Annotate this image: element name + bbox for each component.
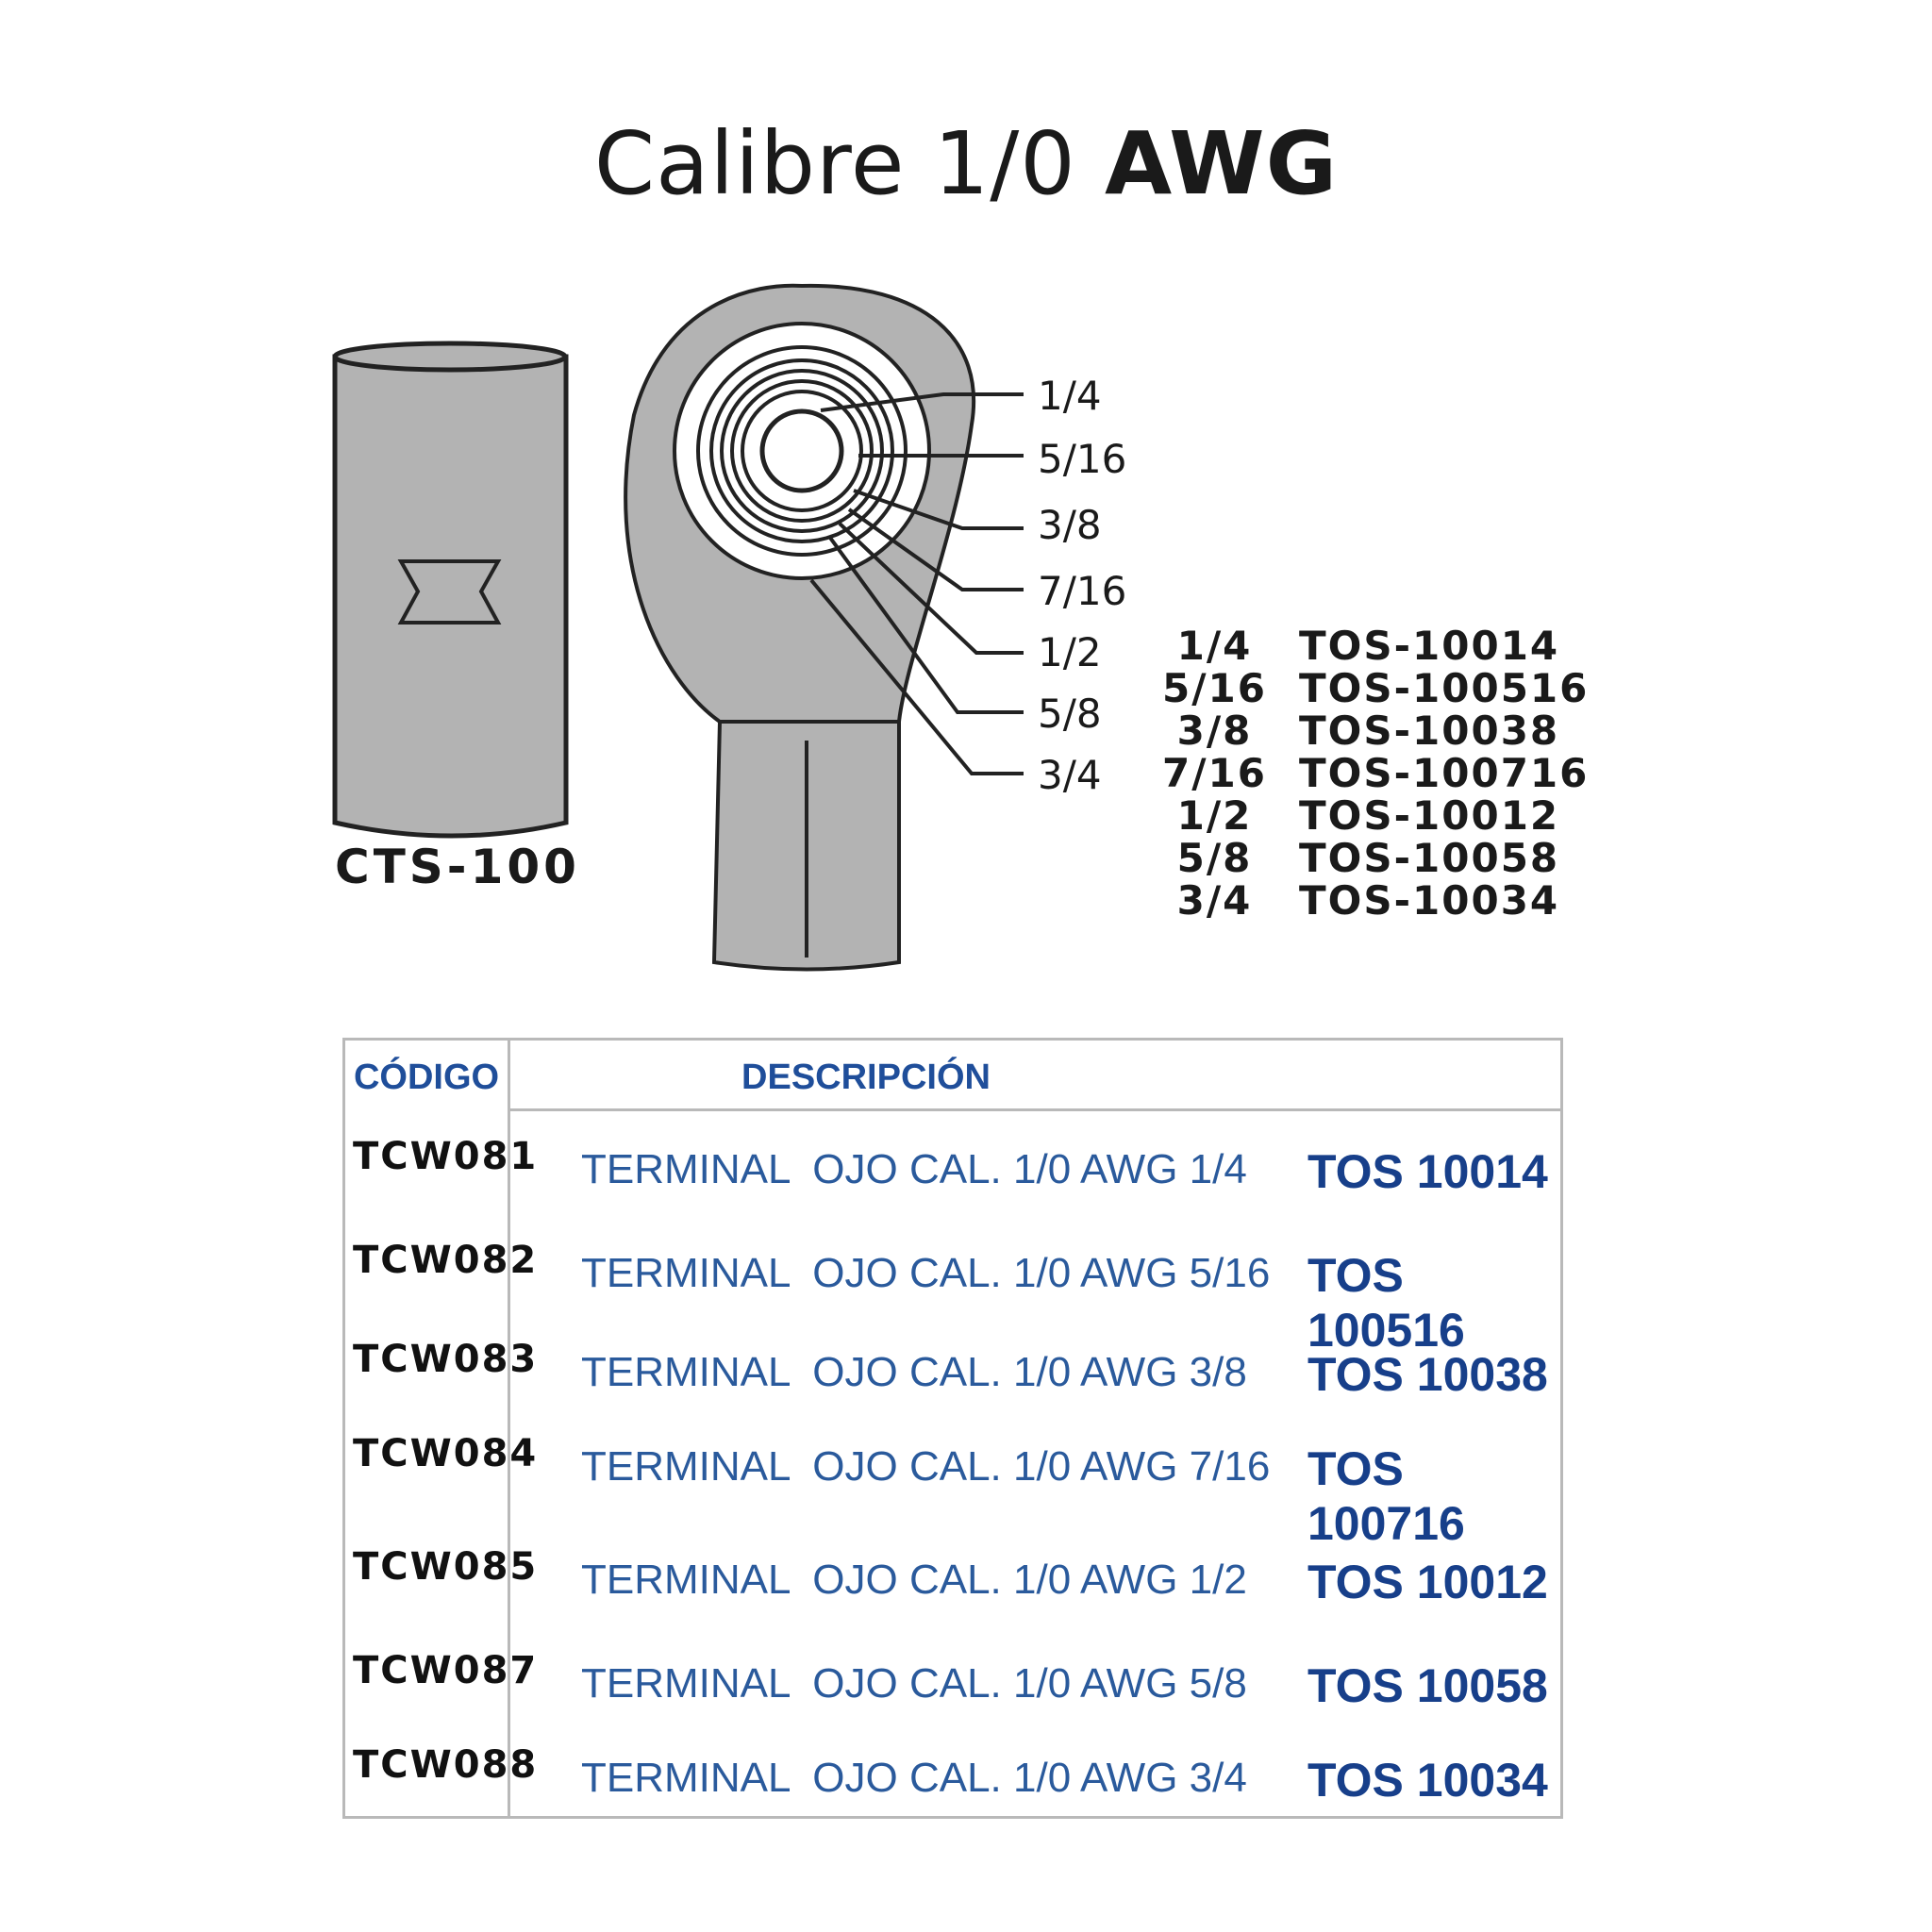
row-description: TERMINAL OJO CAL. 1/0 AWG 7/16: [581, 1443, 1271, 1490]
code-list-ref: TOS-10034: [1299, 877, 1560, 924]
stud-size-label: 1/2: [1038, 629, 1102, 675]
product-table: CÓDIGO DESCRIPCIÓN TCW081 TERMINAL OJO C…: [342, 1038, 1563, 1819]
row-description: TERMINAL OJO CAL. 1/0 AWG 1/2: [581, 1557, 1247, 1603]
stud-size-label: 3/8: [1038, 502, 1102, 548]
row-reference: TOS 10058: [1307, 1659, 1548, 1712]
row-reference: TOS 100516: [1307, 1249, 1465, 1357]
row-code: TCW083: [353, 1338, 539, 1381]
column-header-description: DESCRIPCIÓN: [741, 1058, 991, 1097]
page-title: Calibre 1/0 AWG: [0, 113, 1932, 214]
sleeve-drawing: [332, 341, 569, 839]
stud-size-label: 7/16: [1038, 568, 1127, 614]
code-list-ref: TOS-100516: [1299, 665, 1590, 711]
table-row: TCW082 TERMINAL OJO CAL. 1/0 AWG 5/16 TO…: [345, 1239, 1560, 1357]
row-code: TCW081: [353, 1135, 539, 1178]
code-list-ref: TOS-10038: [1299, 708, 1560, 754]
row-description: TERMINAL OJO CAL. 1/0 AWG 1/4: [581, 1146, 1247, 1192]
code-list-ref: TOS-10014: [1299, 623, 1560, 669]
row-description: TERMINAL OJO CAL. 1/0 AWG 3/8: [581, 1349, 1247, 1395]
row-code: TCW088: [353, 1743, 539, 1787]
code-list-row: 3/4 TOS-10034: [1151, 879, 1589, 922]
row-reference: TOS 10012: [1307, 1556, 1548, 1608]
code-list-size: 1/4: [1176, 623, 1253, 669]
code-list-size: 3/8: [1176, 708, 1253, 754]
table-row: TCW087 TERMINAL OJO CAL. 1/0 AWG 5/8 TOS…: [345, 1649, 1560, 1712]
table-row: TCW085 TERMINAL OJO CAL. 1/0 AWG 1/2 TOS…: [345, 1545, 1560, 1608]
code-list-size: 1/2: [1176, 792, 1253, 839]
stud-size-label: 3/4: [1038, 752, 1102, 798]
row-code: TCW085: [353, 1545, 539, 1589]
stud-code-list: 1/4 TOS-10014 5/16 TOS-100516 3/8 TOS-10038…: [1151, 625, 1589, 922]
table-divider: [508, 1041, 510, 1816]
code-list-ref: TOS-10012: [1299, 792, 1560, 839]
code-list-size: 5/16: [1161, 665, 1267, 711]
code-list-row: 5/16 TOS-100516: [1151, 667, 1589, 709]
title-bold: AWG: [1105, 113, 1339, 214]
code-list-row: 7/16 TOS-100716: [1151, 752, 1589, 794]
row-code: TCW082: [353, 1239, 539, 1282]
code-list-size: 3/4: [1176, 877, 1253, 924]
row-description: TERMINAL OJO CAL. 1/0 AWG 5/8: [581, 1660, 1247, 1707]
code-list-size: 7/16: [1161, 750, 1267, 796]
stud-size-label: 5/16: [1038, 436, 1127, 482]
code-list-size: 5/8: [1176, 835, 1253, 881]
code-list-ref: TOS-100716: [1299, 750, 1590, 796]
row-reference: TOS 10038: [1307, 1348, 1548, 1401]
table-row: TCW088 TERMINAL OJO CAL. 1/0 AWG 3/4 TOS…: [345, 1743, 1560, 1807]
code-list-row: 3/8 TOS-10038: [1151, 709, 1589, 752]
row-reference: TOS 10034: [1307, 1754, 1548, 1807]
stud-size-label: 1/4: [1038, 373, 1102, 419]
row-reference: TOS 100716: [1307, 1442, 1465, 1550]
row-description: TERMINAL OJO CAL. 1/0 AWG 5/16: [581, 1250, 1271, 1296]
row-code: TCW084: [353, 1432, 539, 1475]
sleeve-code-label: CTS-100: [335, 840, 580, 894]
table-row: TCW083 TERMINAL OJO CAL. 1/0 AWG 3/8 TOS…: [345, 1338, 1560, 1401]
column-header-code: CÓDIGO: [353, 1058, 500, 1097]
table-row: TCW084 TERMINAL OJO CAL. 1/0 AWG 7/16 TO…: [345, 1432, 1560, 1550]
code-list-row: 1/4 TOS-10014: [1151, 625, 1589, 667]
ring-terminal-drawing: [624, 283, 1024, 972]
code-list-ref: TOS-10058: [1299, 835, 1560, 881]
row-description: TERMINAL OJO CAL. 1/0 AWG 3/4: [581, 1755, 1247, 1801]
stud-size-label: 5/8: [1038, 691, 1102, 737]
table-row: TCW081 TERMINAL OJO CAL. 1/0 AWG 1/4 TOS…: [345, 1135, 1560, 1198]
table-divider: [508, 1108, 1560, 1111]
title-main: Calibre 1/0: [593, 113, 1076, 214]
code-list-row: 1/2 TOS-10012: [1151, 794, 1589, 837]
code-list-row: 5/8 TOS-10058: [1151, 837, 1589, 879]
row-code: TCW087: [353, 1649, 539, 1692]
row-reference: TOS 10014: [1307, 1145, 1548, 1198]
